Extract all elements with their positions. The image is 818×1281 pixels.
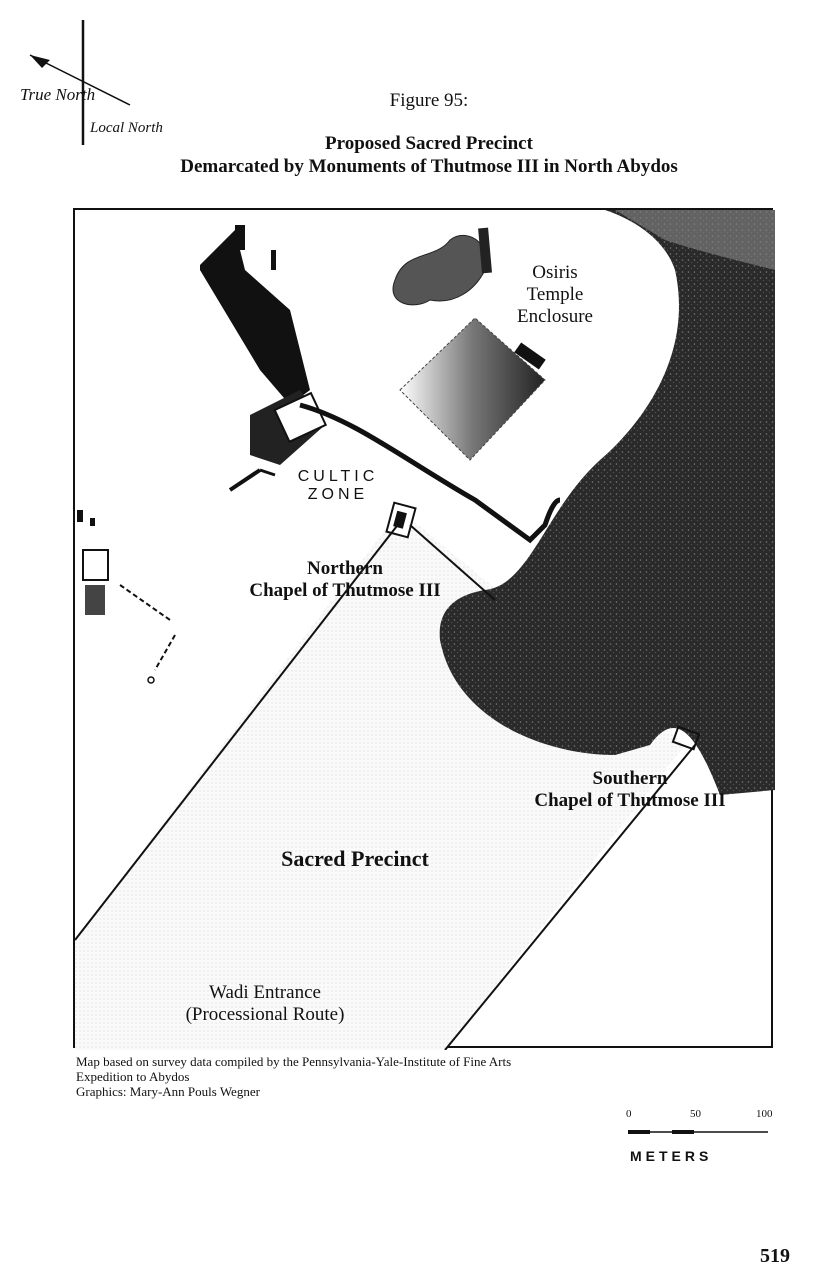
precinct-boundary-north (409, 524, 496, 601)
northern-chapel-label-line: Northern (307, 558, 383, 579)
osiris-label-line: Enclosure (517, 306, 593, 327)
southern-chapel-label-line: Southern (592, 768, 668, 789)
true-north-label: True North (20, 85, 95, 104)
credits-line: Graphics: Mary-Ann Pouls Wegner (76, 1084, 260, 1099)
scale-bar (628, 1130, 768, 1134)
precinct-boundary-west (75, 521, 401, 941)
wall-segment (271, 250, 276, 270)
light-terrain-region (615, 210, 775, 270)
precinct-boundary-east (444, 744, 696, 1050)
southern-chapel-label-line: Chapel of Thutmose III (534, 790, 726, 811)
scale-unit-label: METERS (630, 1148, 713, 1164)
cultic-label-line: CULTIC (297, 468, 379, 485)
scale-tick: 0 (626, 1108, 632, 1120)
wall-segment (235, 225, 245, 250)
scale-tick: 100 (756, 1108, 773, 1120)
wadi-label-line: (Processional Route) (185, 1004, 345, 1025)
northern-chapel-core (393, 510, 407, 529)
northern-chapel-label-line: Chapel of Thutmose III (249, 580, 441, 601)
processional-wall (299, 402, 561, 544)
northern-chapel-label: Northern Chapel of Thutmose III (200, 558, 490, 602)
cultic-label-line: ZONE (307, 486, 369, 503)
figure-title-line-2: Demarcated by Monuments of Thutmose III … (180, 156, 678, 177)
southern-chapel-label: Southern Chapel of Thutmose III (500, 768, 760, 812)
osiris-temple-enclosure (399, 317, 546, 461)
dark-terrain-region (439, 210, 775, 795)
map-drawing (75, 210, 775, 1050)
wadi-entrance-label: Wadi Entrance (Processional Route) (150, 982, 380, 1026)
figure-title: Proposed Sacred Precinct Demarcated by M… (0, 132, 818, 178)
credits-line: Expedition to Abydos (76, 1069, 190, 1084)
figure-title-line-1: Proposed Sacred Precinct (325, 133, 533, 154)
page-number: 519 (760, 1245, 790, 1267)
local-north-label: Local North (89, 120, 163, 136)
scale-tick: 50 (690, 1108, 701, 1120)
osiris-label-line: Osiris (532, 262, 578, 283)
sacred-precinct-label: Sacred Precinct (281, 846, 429, 871)
wall-segment (478, 227, 492, 274)
osiris-label-line: Temple (526, 284, 584, 305)
cultic-zone-label: CULTIC ZONE (288, 468, 388, 504)
map-credits: Map based on survey data compiled by the… (76, 1054, 511, 1099)
southern-chapel-marker (671, 725, 701, 751)
site-map (73, 208, 775, 1050)
osiris-temple-label: Osiris Temple Enclosure (510, 262, 600, 328)
credits-line: Map based on survey data compiled by the… (76, 1054, 512, 1069)
western-ruins (77, 510, 176, 684)
temple-building (200, 230, 310, 405)
figure-number: Figure 95: (389, 90, 469, 111)
wall-segment (514, 342, 546, 370)
north-arrow-icon: True North Local North (20, 20, 163, 145)
wadi-label-line: Wadi Entrance (209, 982, 321, 1003)
temple-ruins-blob (392, 234, 488, 306)
